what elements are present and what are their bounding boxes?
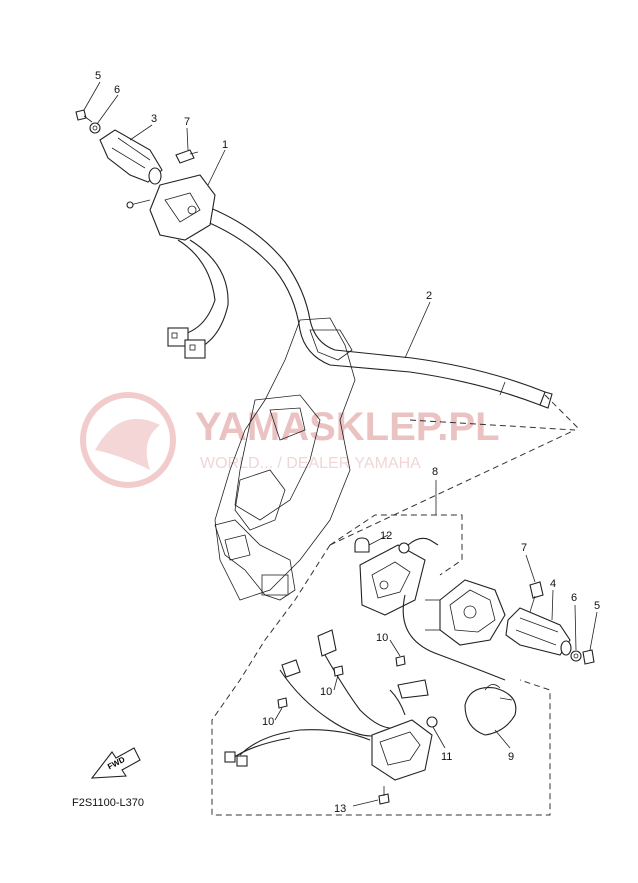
watermark-subtext: WORLD... / DEALER YAMAHA xyxy=(200,455,421,472)
steering-column xyxy=(214,317,356,601)
left-switch-assembly xyxy=(126,174,229,359)
callout-labels: 5 6 3 7 1 2 8 12 7 4 6 5 10 10 10 11 9 1… xyxy=(95,70,600,815)
callout-7-left: 7 xyxy=(184,116,190,128)
callout-11: 11 xyxy=(441,751,452,763)
throttle-kit-outline xyxy=(211,419,576,816)
callout-6-left: 6 xyxy=(114,84,120,96)
diagram-code: F2S1100-L370 xyxy=(72,797,144,809)
right-grip xyxy=(505,607,572,656)
callout-1: 1 xyxy=(222,139,228,151)
left-grip-fasteners xyxy=(75,109,199,164)
callout-10-left: 10 xyxy=(262,716,274,728)
leader-lines xyxy=(83,81,598,807)
throttle-housing xyxy=(354,537,506,681)
callout-5-left: 5 xyxy=(95,70,101,82)
callout-12: 12 xyxy=(380,530,392,542)
wiring-harness xyxy=(224,629,438,805)
watermark: YAMASKLEP.PL WORLD... / DEALER YAMAHA xyxy=(80,392,500,488)
callout-13: 13 xyxy=(334,803,346,815)
callout-4: 4 xyxy=(550,578,556,590)
handlebar xyxy=(189,204,581,431)
callout-3: 3 xyxy=(151,113,157,125)
callout-7-right: 7 xyxy=(521,542,527,554)
callout-2: 2 xyxy=(426,290,432,302)
callout-9: 9 xyxy=(508,751,514,763)
cover-part-9 xyxy=(464,684,517,736)
callout-6-right: 6 xyxy=(571,592,577,604)
callout-8: 8 xyxy=(432,466,438,478)
callout-5-right: 5 xyxy=(594,600,600,612)
right-grip-fasteners xyxy=(529,581,595,665)
watermark-logo-icon xyxy=(80,392,176,488)
left-grip xyxy=(99,129,163,185)
fwd-arrow-icon: FWD xyxy=(90,747,141,779)
callout-10-top: 10 xyxy=(376,632,388,644)
right-switch-body xyxy=(425,579,506,646)
callout-10-mid: 10 xyxy=(320,686,332,698)
